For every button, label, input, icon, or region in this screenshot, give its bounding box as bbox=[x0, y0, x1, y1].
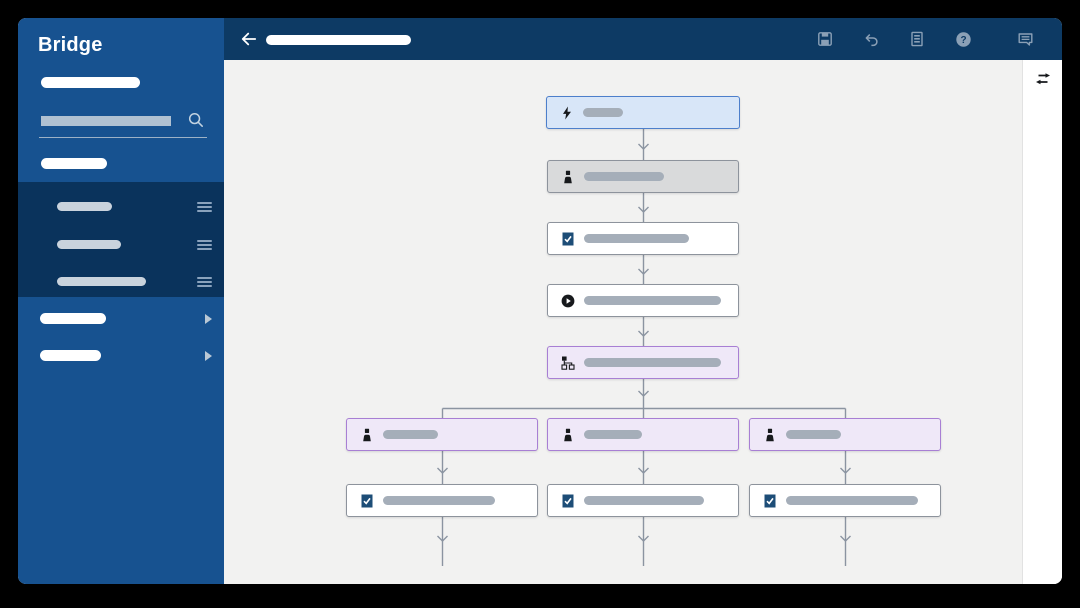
node-task-step[interactable] bbox=[346, 484, 538, 517]
node-label-placeholder bbox=[584, 430, 642, 439]
node-label-placeholder bbox=[584, 172, 664, 181]
sidebar-group-collapsed[interactable] bbox=[18, 344, 224, 368]
node-label-placeholder bbox=[584, 296, 721, 305]
sidebar-group-collapsed[interactable] bbox=[18, 307, 224, 331]
comment-icon bbox=[1018, 32, 1032, 46]
save-icon bbox=[818, 32, 832, 46]
undo-button[interactable] bbox=[857, 25, 885, 53]
node-label-placeholder bbox=[584, 496, 704, 505]
sidebar-item-placeholder bbox=[57, 277, 146, 286]
sidebar-section-placeholder bbox=[41, 158, 107, 169]
node-label-placeholder bbox=[383, 496, 495, 505]
node-label-placeholder bbox=[584, 358, 721, 367]
check-square-icon bbox=[360, 494, 374, 508]
topbar: ? bbox=[224, 18, 1062, 60]
help-button[interactable]: ? bbox=[949, 25, 977, 53]
sidebar-item[interactable] bbox=[18, 270, 224, 294]
node-task-step[interactable] bbox=[547, 484, 739, 517]
person-icon bbox=[561, 170, 575, 184]
sitemap-icon bbox=[561, 356, 575, 370]
arrow-left-icon bbox=[241, 32, 257, 46]
back-button[interactable] bbox=[235, 25, 263, 53]
person-icon bbox=[561, 428, 575, 442]
sidebar-heading-placeholder bbox=[41, 77, 140, 88]
node-label-placeholder bbox=[383, 430, 438, 439]
sidebar-item[interactable] bbox=[18, 195, 224, 219]
lightning-icon bbox=[560, 106, 574, 120]
help-icon: ? bbox=[955, 31, 971, 47]
node-branch[interactable] bbox=[547, 346, 739, 379]
node-label-placeholder bbox=[583, 108, 623, 117]
search-icon bbox=[187, 111, 205, 134]
right-panel-collapsed bbox=[1022, 60, 1062, 584]
person-icon bbox=[360, 428, 374, 442]
svg-text:?: ? bbox=[960, 35, 966, 46]
node-label-placeholder bbox=[786, 496, 918, 505]
node-trigger[interactable] bbox=[546, 96, 740, 129]
chevron-right-icon bbox=[205, 314, 212, 324]
sidebar-item[interactable] bbox=[18, 233, 224, 257]
sidebar-item-placeholder bbox=[57, 202, 112, 211]
check-square-icon bbox=[561, 232, 575, 246]
node-action[interactable] bbox=[547, 284, 739, 317]
search-input[interactable] bbox=[39, 108, 207, 138]
node-user-step[interactable] bbox=[547, 160, 739, 193]
node-label-placeholder bbox=[786, 430, 841, 439]
comments-button[interactable] bbox=[1011, 25, 1039, 53]
sidebar-group-placeholder bbox=[40, 313, 106, 324]
sidebar: Bridge bbox=[18, 18, 224, 584]
save-button[interactable] bbox=[811, 25, 839, 53]
app-window: Bridge bbox=[18, 18, 1062, 584]
app-logo[interactable]: Bridge bbox=[38, 34, 103, 56]
node-label-placeholder bbox=[584, 234, 689, 243]
node-user-step[interactable] bbox=[346, 418, 538, 451]
search-placeholder-bar bbox=[41, 116, 171, 126]
node-task-step[interactable] bbox=[749, 484, 941, 517]
panel-toggle-button[interactable] bbox=[1030, 66, 1056, 92]
check-square-icon bbox=[763, 494, 777, 508]
drag-handle-icon[interactable] bbox=[197, 202, 212, 212]
person-icon bbox=[763, 428, 777, 442]
node-user-step[interactable] bbox=[749, 418, 941, 451]
node-task-step[interactable] bbox=[547, 222, 739, 255]
chevron-right-icon bbox=[205, 351, 212, 361]
check-square-icon bbox=[561, 494, 575, 508]
sidebar-group-placeholder bbox=[40, 350, 101, 361]
document-icon bbox=[911, 31, 923, 47]
drag-handle-icon[interactable] bbox=[197, 277, 212, 287]
node-user-step[interactable] bbox=[547, 418, 739, 451]
workflow-connectors bbox=[437, 129, 851, 566]
undo-icon bbox=[865, 33, 878, 46]
workflow-canvas[interactable] bbox=[224, 60, 1022, 584]
sidebar-item-placeholder bbox=[57, 240, 121, 249]
sidebar-active-group bbox=[18, 182, 224, 297]
play-circle-icon bbox=[561, 294, 575, 308]
drag-handle-icon[interactable] bbox=[197, 240, 212, 250]
log-button[interactable] bbox=[903, 25, 931, 53]
document-title-placeholder bbox=[266, 35, 411, 45]
swap-arrows-icon bbox=[1036, 73, 1050, 85]
